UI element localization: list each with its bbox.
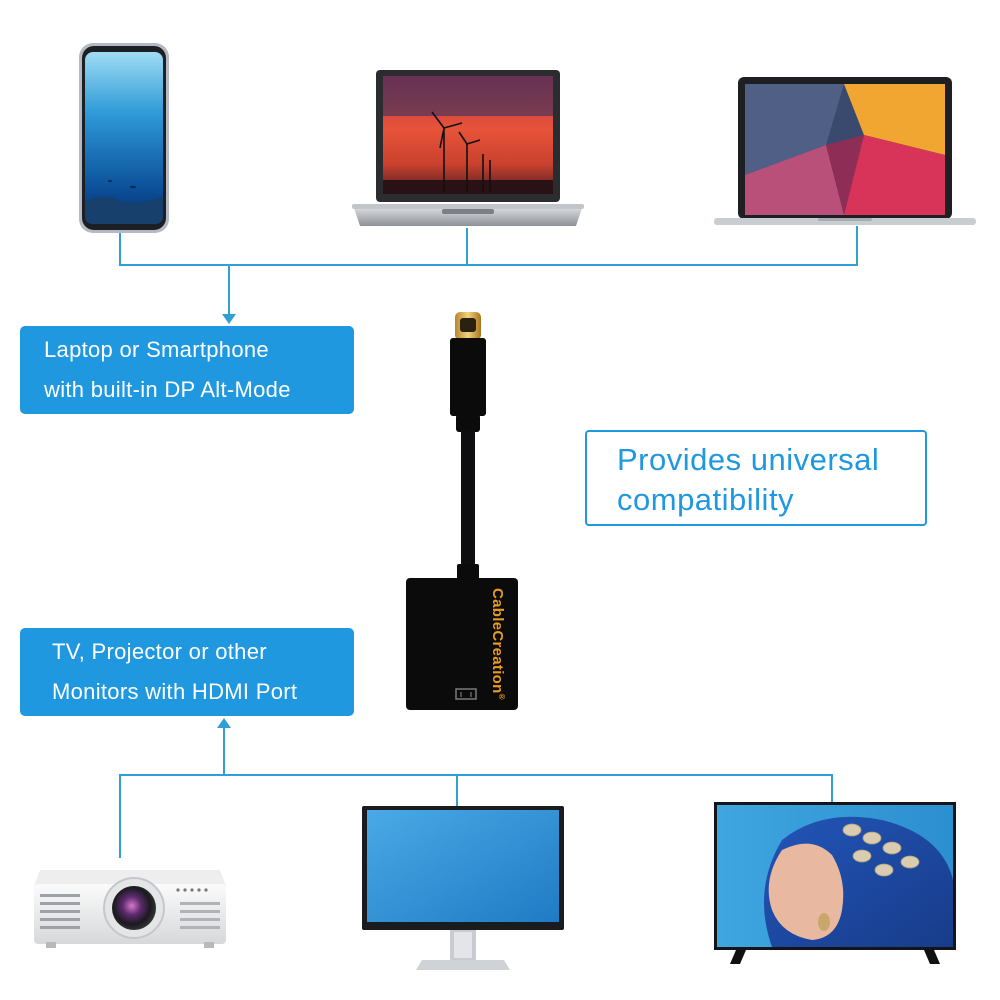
trademark-mark: ® — [497, 693, 506, 700]
source-label-line2: with built-in DP Alt-Mode — [44, 377, 291, 402]
connector-line — [856, 226, 858, 265]
connector-line — [119, 264, 858, 266]
callout-line1: Provides universal — [617, 442, 880, 477]
display-label-line2: Monitors with HDMI Port — [52, 679, 298, 704]
arrow-up-icon — [217, 718, 231, 728]
arrow-down-icon — [222, 314, 236, 324]
compatibility-callout: Provides universal compatibility — [585, 430, 927, 526]
callout-line2: compatibility — [617, 482, 795, 517]
connector-line — [228, 264, 230, 316]
projector-image — [34, 870, 226, 948]
display-label-line1: TV, Projector or other — [52, 639, 267, 664]
connector-line — [119, 774, 833, 776]
hdmi-port-icon — [455, 688, 477, 700]
connector-line — [466, 228, 468, 265]
usb-c-connector-image — [450, 312, 486, 580]
connector-line — [119, 774, 121, 858]
laptop-image — [352, 70, 584, 226]
connector-line — [119, 233, 121, 265]
tv-image — [714, 802, 956, 964]
monitor-image — [362, 806, 564, 970]
connector-line — [831, 774, 833, 802]
display-devices-label: TV, Projector or other Monitors with HDM… — [20, 628, 354, 716]
source-devices-label: Laptop or Smartphone with built-in DP Al… — [20, 326, 354, 414]
hdmi-adapter-body — [406, 578, 518, 710]
macbook-image — [714, 77, 976, 225]
connector-line — [223, 728, 225, 775]
adapter-brand-label: CableCreation® — [489, 588, 506, 700]
connector-line — [456, 774, 458, 806]
source-label-line1: Laptop or Smartphone — [44, 337, 269, 362]
smartphone-image — [79, 43, 169, 233]
brand-text: CableCreation — [489, 588, 506, 694]
